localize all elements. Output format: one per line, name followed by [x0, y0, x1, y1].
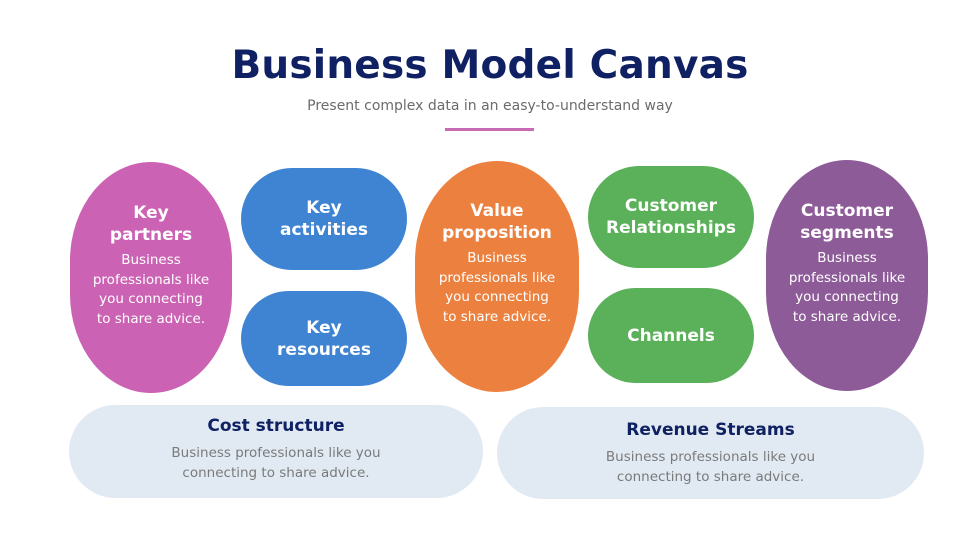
block-cost-structure: Cost structure Business professionals li…: [69, 405, 483, 498]
block-description: Business professionals like you connecti…: [171, 444, 381, 481]
block-title: Revenue Streams: [626, 420, 795, 440]
block-customer-relationships: Customer Relationships: [588, 166, 754, 268]
block-title: Key partners: [109, 203, 193, 245]
block-key-activities: Key activities: [241, 168, 407, 270]
block-title: Channels: [627, 325, 715, 346]
title-divider: [445, 128, 534, 131]
block-revenue-streams: Revenue Streams Business professionals l…: [497, 407, 924, 499]
page-subtitle: Present complex data in an easy-to-under…: [307, 98, 673, 114]
block-key-resources: Key resources: [241, 291, 407, 386]
block-description: Business professionals like you connecti…: [605, 449, 816, 485]
page-title: Business Model Canvas: [231, 43, 749, 88]
block-value-proposition: Value proposition Business professionals…: [415, 161, 579, 392]
block-key-partners: Key partners Business professionals like…: [70, 162, 232, 393]
block-title: Customer Relationships: [606, 196, 736, 238]
block-description: Business professionals like you connecti…: [92, 252, 210, 327]
block-title: Customer segments: [800, 201, 894, 243]
block-title: Key resources: [277, 317, 371, 360]
block-customer-segments: Customer segments Business professionals…: [766, 160, 928, 391]
block-title: Cost structure: [207, 415, 345, 436]
block-title: Key activities: [279, 198, 368, 240]
block-title: Value proposition: [442, 201, 552, 243]
block-description: Business professionals like you connecti…: [788, 250, 906, 325]
block-description: Business professionals like you connecti…: [438, 250, 556, 325]
block-channels: Channels: [588, 288, 754, 383]
